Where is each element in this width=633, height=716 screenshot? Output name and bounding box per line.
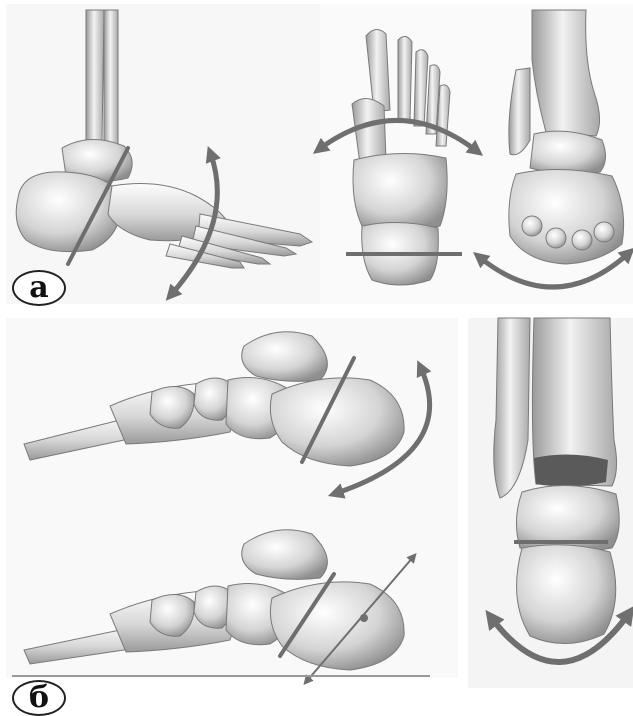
foot-lateral-view [16,10,312,296]
foot-medial-view-bottom [12,530,430,682]
panel-label-b: б [12,680,66,716]
foot-dorsal-view [318,29,478,285]
panel-label-a: а [12,270,66,306]
ankle-posterior-view [490,318,630,662]
foot-medial-view-top [24,332,430,494]
ankle-frontal-view [478,10,630,287]
